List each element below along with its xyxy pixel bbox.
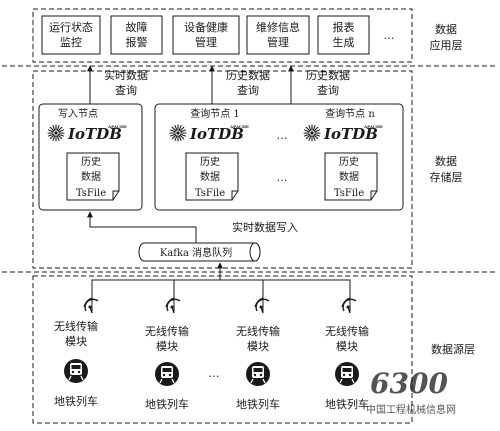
source-layer-frame — [32, 275, 413, 424]
tsfile-label: 数据 — [339, 170, 359, 183]
train-icon — [335, 362, 359, 386]
apache-tag: APACHE — [229, 124, 249, 129]
module-label: 运行状态 — [49, 20, 93, 34]
tsfile-document: 历史 数据 TsFile — [66, 152, 120, 201]
wireless-module-label: 模块 — [336, 340, 358, 353]
flow-label: 查询 — [317, 83, 339, 97]
tsfile-label: 历史 — [339, 156, 359, 168]
layer-label: 数据 — [435, 22, 457, 36]
antenna-icon — [83, 297, 99, 314]
module-label: 管理 — [267, 35, 289, 49]
iotdb-logo: IoTDB — [67, 125, 122, 143]
iotdb-logo-icon — [47, 124, 65, 142]
iotdb-logo: IoTDB — [189, 125, 244, 143]
module-fault-alarm: 故障 报警 — [110, 15, 163, 55]
realtime-write-label: 实时数据写入 — [232, 220, 298, 234]
watermark: 6300 中国工程机械信息网 — [366, 367, 456, 416]
flow-label: 查询 — [237, 83, 259, 97]
tsfile-label: 历史 — [200, 156, 220, 168]
source-unit-1: 无线传输 模块 地铁列车 — [54, 297, 99, 408]
nodes-ellipsis: … — [277, 129, 288, 142]
application-layer: 运行状态 监控 故障 报警 设备健康 管理 维修信息 管理 报表 生成 … 数据… — [32, 8, 463, 63]
layer-label: 应用层 — [430, 38, 463, 52]
antenna-icon — [165, 297, 181, 314]
module-label: 管理 — [195, 35, 217, 49]
module-maintenance-info: 维修信息 管理 — [246, 15, 310, 55]
train-icon — [64, 359, 88, 383]
kafka-label: Kafka 消息队列 — [160, 246, 232, 259]
wireless-module-label: 模块 — [156, 340, 178, 353]
watermark-logo: 6300 — [370, 367, 448, 400]
iotdb-logo: IoTDB — [323, 125, 378, 143]
train-icon — [155, 362, 179, 386]
module-label: 故障 — [126, 20, 148, 34]
query-node-1: 查询节点 1 IoTDB APACHE 历史 数据 TsFile — [169, 107, 249, 201]
flow-label: 实时数据 — [104, 68, 148, 82]
realtime-write-arrow — [87, 211, 197, 243]
module-label: 报警 — [126, 35, 148, 49]
node-title: 查询节点 n — [325, 107, 375, 120]
query-node-cluster: 查询节点 1 IoTDB APACHE 历史 数据 TsFile … … 查询节… — [154, 103, 404, 211]
tsfile-label: 历史 — [81, 156, 101, 168]
train-label: 地铁列车 — [145, 397, 189, 411]
tsfile-document: 历史 数据 TsFile — [185, 152, 239, 201]
module-label: 报表 — [333, 20, 355, 34]
tsfile-document: 历史 数据 TsFile — [324, 152, 378, 201]
storage-layer: 实时数据 查询 历史数据 查询 历史数据 查询 写入节点 IoTDB APACH… — [32, 65, 463, 269]
apache-tag: APACHE — [107, 124, 127, 129]
source-unit-2: 无线传输 模块 地铁列车 — [145, 297, 189, 411]
tsfile-label: 数据 — [81, 170, 101, 183]
module-label: 维修信息 — [256, 20, 300, 34]
train-icon — [246, 362, 270, 386]
wireless-module-label: 无线传输 — [325, 324, 369, 338]
files-ellipsis: … — [277, 171, 288, 184]
watermark-text: 中国工程机械信息网 — [366, 403, 456, 416]
layer-label: 数据 — [435, 154, 457, 168]
module-label: 监控 — [60, 35, 82, 49]
module-equipment-health: 设备健康 管理 — [172, 15, 240, 55]
node-title: 查询节点 1 — [190, 107, 240, 120]
module-label: 生成 — [333, 35, 355, 49]
source-unit-3: 无线传输 模块 地铁列车 — [236, 297, 280, 411]
module-report-generation: 报表 生成 — [317, 15, 370, 55]
layer-label: 数据源层 — [431, 342, 475, 356]
trains-ellipsis: … — [209, 367, 220, 380]
wireless-module-label: 模块 — [65, 335, 87, 348]
wireless-module-label: 无线传输 — [145, 324, 189, 338]
antenna-icon — [341, 297, 357, 314]
node-title: 写入节点 — [58, 108, 98, 120]
train-label: 地铁列车 — [54, 394, 98, 408]
train-label: 地铁列车 — [236, 397, 280, 411]
module-running-status: 运行状态 监控 — [41, 15, 101, 55]
layer-label: 存储层 — [430, 170, 463, 184]
source-unit-4: 无线传输 模块 地铁列车 — [325, 297, 369, 411]
kafka-queue: Kafka 消息队列 — [138, 242, 261, 262]
wireless-module-label: 模块 — [247, 340, 269, 353]
tsfile-label: 数据 — [200, 170, 220, 183]
flow-label: 历史数据 — [226, 68, 270, 82]
iotdb-logo-icon — [169, 124, 187, 142]
modules-ellipsis: … — [384, 29, 395, 42]
wireless-module-label: 无线传输 — [236, 324, 280, 338]
flow-label: 历史数据 — [306, 68, 350, 82]
tsfile-label: TsFile — [195, 188, 225, 199]
iotdb-logo-icon — [303, 124, 321, 142]
source-layer: 无线传输 模块 地铁列车 无线传输 模块 — [32, 262, 475, 424]
module-label: 设备健康 — [184, 20, 228, 34]
query-node-n: 查询节点 n IoTDB APACHE 历史 数据 TsFile — [303, 107, 383, 201]
train-label: 地铁列车 — [325, 397, 369, 411]
write-node: 写入节点 IoTDB APACHE 历史 数据 TsFile — [38, 103, 143, 211]
wireless-module-label: 无线传输 — [54, 319, 98, 333]
tsfile-label: TsFile — [76, 188, 106, 199]
flow-label: 查询 — [115, 83, 137, 97]
apache-tag: APACHE — [363, 124, 383, 129]
antenna-icon — [254, 297, 270, 314]
source-connector — [91, 279, 351, 313]
tsfile-label: TsFile — [334, 188, 364, 199]
